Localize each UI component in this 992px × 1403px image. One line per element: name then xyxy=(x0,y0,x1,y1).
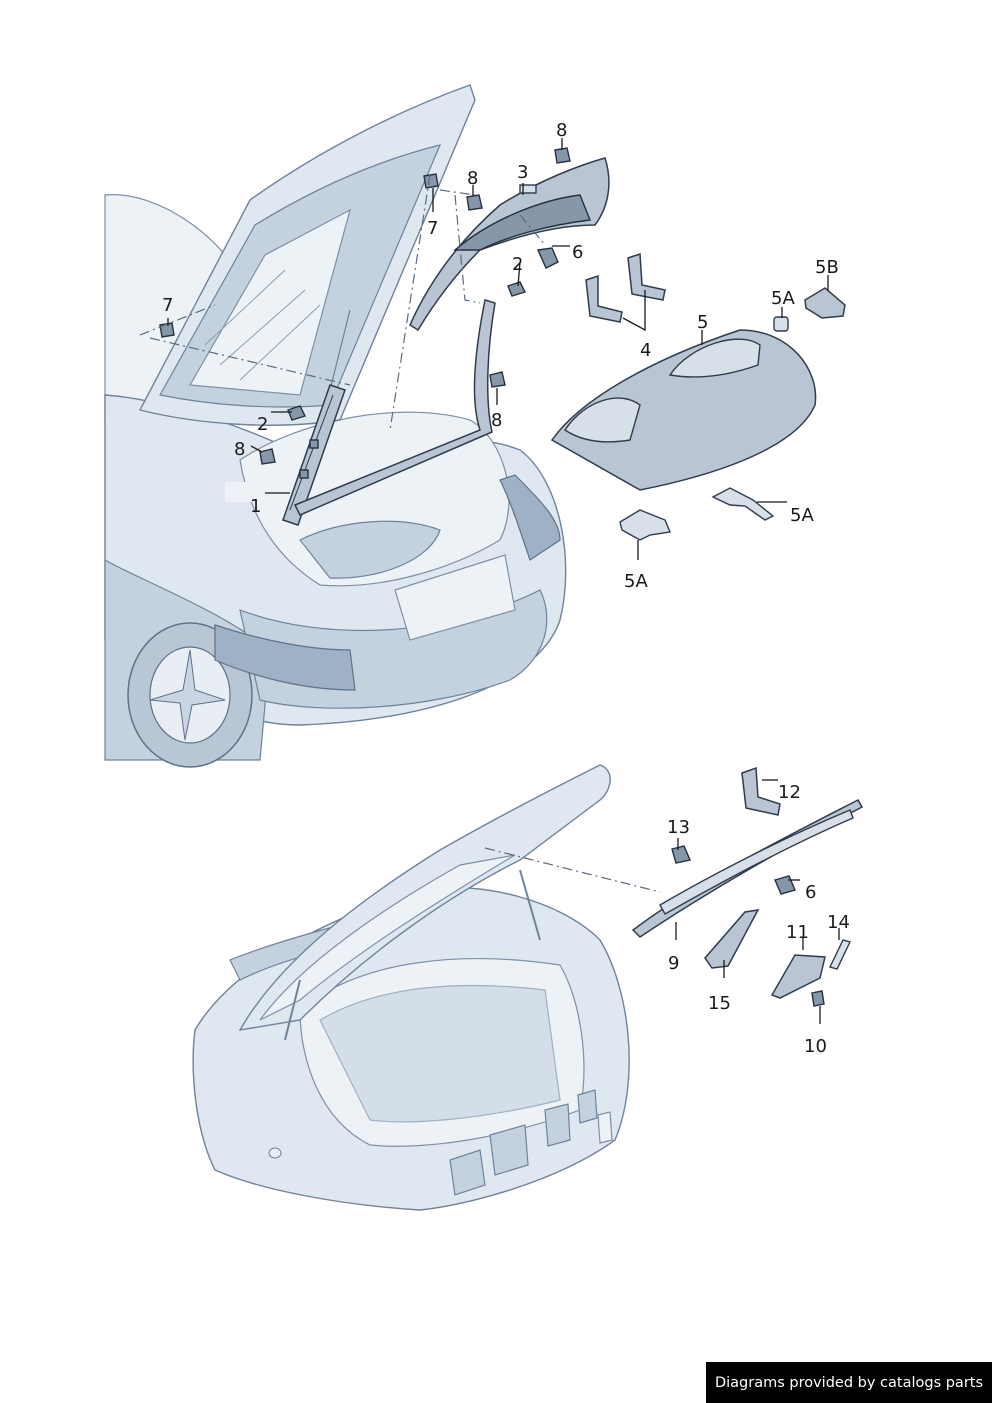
lower-car-illustration xyxy=(192,764,630,1211)
callout-3: 3 xyxy=(517,162,528,183)
part-2-screw-b xyxy=(507,281,526,297)
callout-5b: 5B xyxy=(815,257,839,278)
part-6-bolt-lower xyxy=(774,875,796,895)
callout-8-right: 8 xyxy=(491,410,502,431)
callout-11: 11 xyxy=(786,922,809,943)
callout-10: 10 xyxy=(804,1036,827,1057)
callout-4: 4 xyxy=(640,340,651,361)
callout-13: 13 xyxy=(667,817,690,838)
part-7-clip-b xyxy=(159,322,175,338)
callout-7-right: 7 xyxy=(427,218,438,239)
part-11-lamp xyxy=(770,954,826,999)
callout-5a-top: 5A xyxy=(771,288,795,309)
part-13-clip xyxy=(671,845,691,864)
callout-5a-right: 5A xyxy=(790,505,814,526)
part-4-bracket-b xyxy=(627,252,666,301)
part-8-clip-d xyxy=(259,448,276,465)
diagram-credit-badge: Diagrams provided by catalogs parts xyxy=(706,1362,992,1403)
part-2-screw-a xyxy=(287,405,306,421)
upper-car-illustration xyxy=(104,84,567,768)
callout-9: 9 xyxy=(668,953,679,974)
part-8-clip-b xyxy=(466,194,483,211)
part-6-bolt xyxy=(536,247,559,269)
part-5b-bracket xyxy=(804,287,846,319)
part-14-lens xyxy=(829,939,851,970)
part-5a-stud xyxy=(773,316,789,332)
callout-14: 14 xyxy=(827,912,850,933)
lower-parts xyxy=(631,766,864,1007)
part-8-clip-c xyxy=(489,371,506,388)
callout-7-left: 7 xyxy=(162,295,173,316)
callout-2-left: 2 xyxy=(257,414,268,435)
part-15-panel xyxy=(704,909,760,969)
part-12-bracket xyxy=(741,766,781,816)
upper-leader-lines xyxy=(139,138,829,560)
callout-12: 12 xyxy=(778,782,801,803)
callout-6: 6 xyxy=(572,242,583,263)
part-7-clip-a xyxy=(423,173,439,189)
callout-8-left: 8 xyxy=(234,439,245,460)
diagram-credit-text: Diagrams provided by catalogs parts xyxy=(714,1374,984,1391)
lower-callouts: 12 13 6 9 15 11 14 10 xyxy=(667,782,850,1057)
callout-8-mid: 8 xyxy=(467,168,478,189)
callout-2-right: 2 xyxy=(512,254,523,275)
callout-15: 15 xyxy=(708,993,731,1014)
callout-5: 5 xyxy=(697,312,708,333)
callout-1: 1 xyxy=(250,496,261,517)
part-4-bracket-a xyxy=(585,274,623,323)
part-trim-channel xyxy=(293,299,496,516)
lower-leader-lines xyxy=(484,779,840,1024)
part-1-side-trim xyxy=(282,384,346,526)
part-5a-clip xyxy=(619,509,671,541)
callout-8-top: 8 xyxy=(556,120,567,141)
part-5-parcel-shelf xyxy=(550,329,817,491)
upper-callouts: 1 2 2 3 4 5 5A 5A 5A 5B 6 7 7 8 8 8 8 xyxy=(162,120,839,592)
upper-parts xyxy=(159,147,846,541)
part-8-clip-a xyxy=(554,147,571,164)
callout-5a-bottom: 5A xyxy=(624,571,648,592)
part-10-screw xyxy=(811,990,825,1007)
callout-6-lower: 6 xyxy=(805,882,816,903)
part-5a-plate xyxy=(711,487,775,521)
